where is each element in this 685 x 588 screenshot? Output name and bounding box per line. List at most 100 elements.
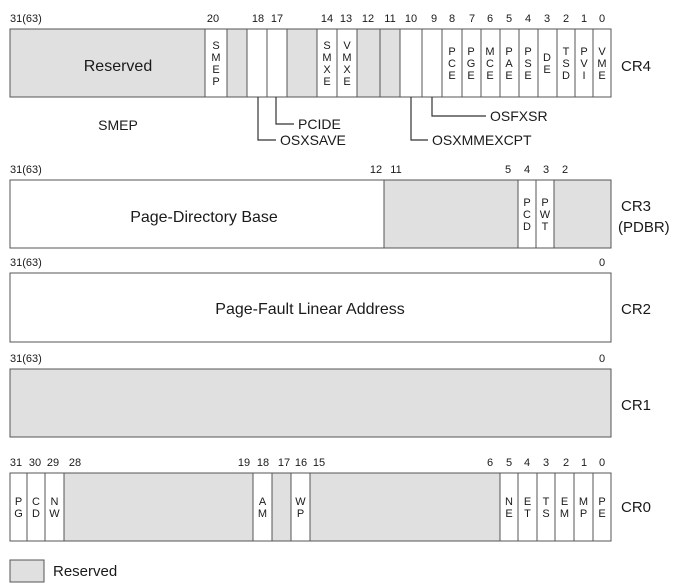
cr0-bit-number: 16 (295, 457, 307, 469)
cr0-bit-number: 15 (313, 457, 325, 469)
cr0-bit-number: 19 (238, 457, 250, 469)
cr4-osxsave-field (246, 28, 268, 98)
cr4-pse-field-letter: E (524, 70, 531, 82)
cr4-smep-field-letter: P (212, 76, 219, 88)
cr0-am-field-letter: M (258, 508, 267, 520)
cr4-pge-field-letter: G (467, 58, 476, 70)
cr0-pe-field (592, 472, 612, 542)
cr4-pge-field-letter: E (467, 70, 474, 82)
cr4-tsd-field-letter: S (562, 58, 569, 70)
cr0-ts-field-letter: S (542, 508, 549, 520)
cr4-bit-number: 10 (405, 13, 417, 25)
cr0-em-field-letter: M (560, 508, 569, 520)
cr4-mce-field-letter: E (486, 70, 493, 82)
cr3-pwt-field-letter: T (542, 221, 549, 233)
cr4-pvi-field-letter: V (580, 58, 588, 70)
cr2-bit-number: 31(63) (10, 257, 42, 269)
cr1-bit-number: 31(63) (10, 353, 42, 365)
cr2-field (9, 272, 612, 343)
cr4-bit-number: 7 (469, 13, 475, 25)
cr4-reserved-field (9, 28, 206, 98)
cr4-de-field-letter: E (543, 64, 550, 76)
osxmmexcpt-leader (410, 97, 428, 141)
cr0-bit-number: 18 (257, 457, 269, 469)
osfxsr-leader (431, 97, 486, 117)
cr4-smxe-field-letter: X (323, 64, 331, 76)
cr4-pse-field-letter: P (524, 46, 531, 58)
cr0-bit-number: 4 (524, 457, 530, 469)
cr2-bit-number: 0 (599, 257, 605, 269)
cr3-bit-number: 12 (370, 164, 382, 176)
legend-label: Reserved (53, 563, 117, 580)
cr0-nw-field-letter: N (51, 496, 59, 508)
cr3-pwt-field-letter: P (541, 197, 548, 209)
cr4-bit-number: 3 (544, 13, 550, 25)
cr4-pvi-field-letter: I (582, 70, 585, 82)
cr4-vme-field-letter: M (597, 58, 606, 70)
osxsave-callout: OSXSAVE (280, 132, 346, 148)
cr4-osxmmexcpt-field (399, 28, 423, 98)
cr4-reserved-field (356, 28, 381, 98)
cr4-vmxe-field-letter: M (342, 52, 351, 64)
cr4-pae-field-letter: E (505, 70, 512, 82)
cr4-vmxe-field-letter: X (343, 64, 351, 76)
cr4-bit-number: 18 (252, 13, 264, 25)
cr3-bit-number: 4 (524, 164, 530, 176)
cr3-bit-number: 31(63) (10, 164, 42, 176)
cr0-bit-number: 6 (487, 457, 493, 469)
cr0-reserved-field (309, 472, 501, 542)
cr0-et-field-letter: T (524, 508, 531, 520)
cr4-bit-number: 31(63) (10, 13, 42, 25)
cr3-register-sublabel: (PDBR) (618, 219, 670, 236)
cr4-tsd-field-letter: T (563, 46, 570, 58)
cr0-pe-field-letter: P (598, 496, 605, 508)
cr2-register-label: CR2 (621, 301, 651, 318)
cr4-de-field-letter: D (543, 52, 551, 64)
cr0-cd-field-letter: C (32, 496, 40, 508)
cr4-pae-field-letter: A (505, 58, 513, 70)
cr4-mce-field-letter: C (486, 58, 494, 70)
cr4-smep-field-letter: M (211, 52, 220, 64)
cr3-bit-number: 11 (390, 164, 401, 176)
cr4-vme-field-letter: V (598, 46, 606, 58)
cr3-pwt-field-letter: W (540, 209, 551, 221)
cr4-smep-field-letter: S (212, 40, 219, 52)
cr0-pg-field-letter: G (14, 508, 23, 520)
cr1-register-label: CR1 (621, 397, 651, 414)
cr0-bit-number: 3 (543, 457, 549, 469)
cr4-pae-field-letter: P (505, 46, 512, 58)
cr0-em-field-letter: E (561, 496, 568, 508)
cr4-bit-number: 11 (384, 13, 395, 25)
cr3-bit-number: 5 (505, 164, 511, 176)
cr4-smxe-field-letter: M (322, 52, 331, 64)
cr0-et-field-letter: E (524, 496, 531, 508)
cr4-smep-note: SMEP (98, 117, 138, 133)
cr4-pce-field-letter: C (448, 58, 456, 70)
cr4-mce-field-letter: M (485, 46, 494, 58)
cr4-vme-field (592, 28, 612, 98)
cr0-bit-number: 2 (563, 457, 569, 469)
cr4-osfxsr-field (421, 28, 443, 98)
cr4-bit-number: 13 (340, 13, 352, 25)
cr0-bit-number: 1 (581, 457, 587, 469)
cr0-reserved-field (63, 472, 254, 542)
cr0-bit-number: 17 (278, 457, 290, 469)
cr3-register-label: CR3 (621, 198, 651, 215)
cr0-bit-number: 31 (10, 457, 22, 469)
cr4-reserved-field (379, 28, 401, 98)
cr3-bit-number: 2 (562, 164, 568, 176)
cr3-pcd-field-letter: P (523, 197, 530, 209)
cr4-pce-field-letter: P (448, 46, 455, 58)
osxmmexcpt-callout: OSXMMEXCPT (432, 132, 532, 148)
cr4-pge-field-letter: P (467, 46, 474, 58)
cr1-reserved-field (9, 368, 612, 438)
legend-swatch (9, 559, 45, 583)
osxsave-leader (257, 97, 276, 141)
cr3-bit-number: 3 (543, 164, 549, 176)
cr4-bit-number: 1 (581, 13, 587, 25)
cr4-bit-number: 14 (321, 13, 333, 25)
cr0-pe-field-letter: E (598, 508, 605, 520)
cr0-ts-field-letter: T (543, 496, 550, 508)
cr4-register-label: CR4 (621, 58, 651, 75)
